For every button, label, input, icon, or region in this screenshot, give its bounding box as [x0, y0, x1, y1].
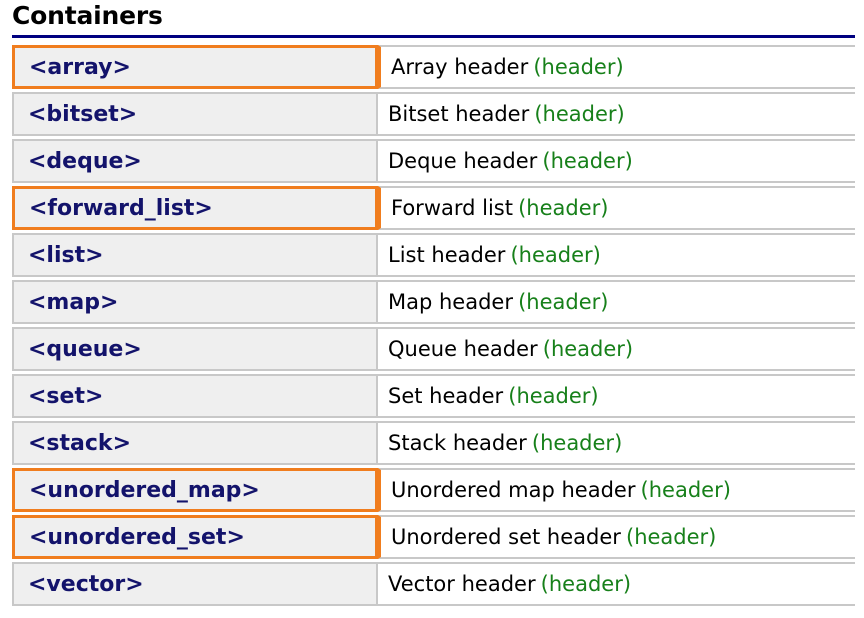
- header-description-text: Deque header: [388, 149, 538, 173]
- header-description-cell: Deque header (header): [378, 139, 855, 183]
- header-description-cell: Vector header (header): [378, 562, 855, 606]
- header-name-link[interactable]: <set>: [28, 383, 104, 409]
- header-name-cell[interactable]: <vector>: [12, 562, 378, 606]
- header-name-cell[interactable]: <set>: [12, 374, 378, 418]
- table-row[interactable]: <list> List header (header): [12, 233, 855, 277]
- table-row[interactable]: <set> Set header (header): [12, 374, 855, 418]
- header-description-cell: Bitset header (header): [378, 92, 855, 136]
- table-row[interactable]: <vector> Vector header (header): [12, 562, 855, 606]
- header-description-text: Map header: [388, 290, 513, 314]
- table-row[interactable]: <array> Array header (header): [12, 45, 855, 89]
- header-name-link[interactable]: <vector>: [28, 571, 144, 597]
- table-row[interactable]: <stack> Stack header (header): [12, 421, 855, 465]
- header-name-cell[interactable]: <stack>: [12, 421, 378, 465]
- header-description-cell: List header (header): [378, 233, 855, 277]
- header-description-text: Stack header: [388, 431, 527, 455]
- header-description-cell: Unordered set header (header): [378, 515, 855, 559]
- header-name-link[interactable]: <unordered_map>: [29, 477, 260, 503]
- header-kind-label: (header): [534, 102, 625, 126]
- header-kind-label: (header): [626, 525, 717, 549]
- header-name-cell[interactable]: <unordered_map>: [12, 468, 378, 512]
- table-row[interactable]: <bitset> Bitset header (header): [12, 92, 855, 136]
- header-name-link[interactable]: <deque>: [28, 148, 142, 174]
- header-kind-label: (header): [542, 149, 633, 173]
- header-name-cell[interactable]: <unordered_set>: [12, 515, 378, 559]
- header-name-link[interactable]: <queue>: [28, 336, 142, 362]
- header-name-link[interactable]: <list>: [28, 242, 104, 268]
- header-name-link[interactable]: <map>: [28, 289, 119, 315]
- header-name-link[interactable]: <stack>: [28, 430, 131, 456]
- title-underline-rule: [12, 35, 855, 38]
- header-name-cell[interactable]: <array>: [12, 45, 378, 89]
- header-description-cell: Stack header (header): [378, 421, 855, 465]
- header-kind-label: (header): [510, 243, 601, 267]
- header-name-cell[interactable]: <forward_list>: [12, 186, 378, 230]
- header-description-cell: Unordered map header (header): [378, 468, 855, 512]
- table-row[interactable]: <unordered_map> Unordered map header (hea…: [12, 468, 855, 512]
- header-description-text: List header: [388, 243, 506, 267]
- header-kind-label: (header): [540, 572, 632, 596]
- header-name-link[interactable]: <bitset>: [28, 101, 138, 127]
- containers-table-body: <array> Array header (header) <bitset> Bits…: [12, 45, 855, 606]
- header-name-cell[interactable]: <queue>: [12, 327, 378, 371]
- containers-header-table: <array> Array header (header) <bitset> Bits…: [12, 42, 855, 609]
- header-name-link[interactable]: <unordered_set>: [29, 524, 245, 550]
- header-kind-label: (header): [531, 431, 623, 455]
- header-kind-label: (header): [533, 55, 624, 79]
- table-row[interactable]: <forward_list> Forward list (header): [12, 186, 855, 230]
- header-description-cell: Map header (header): [378, 280, 855, 324]
- table-row[interactable]: <map> Map header (header): [12, 280, 855, 324]
- header-name-cell[interactable]: <list>: [12, 233, 378, 277]
- page-title: Containers: [12, 1, 163, 30]
- header-kind-label: (header): [542, 337, 634, 361]
- header-kind-label: (header): [518, 196, 609, 220]
- table-row[interactable]: <queue> Queue header (header): [12, 327, 855, 371]
- header-kind-label: (header): [640, 478, 731, 502]
- header-description-text: Set header: [388, 384, 504, 408]
- header-name-cell[interactable]: <map>: [12, 280, 378, 324]
- header-description-text: Array header: [391, 55, 529, 79]
- header-description-cell: Queue header (header): [378, 327, 855, 371]
- header-description-text: Unordered map header: [391, 478, 636, 502]
- header-name-cell[interactable]: <deque>: [12, 139, 378, 183]
- header-description-text: Queue header: [388, 337, 538, 361]
- header-name-link[interactable]: <array>: [29, 54, 131, 80]
- header-description-text: Bitset header: [388, 102, 530, 126]
- header-kind-label: (header): [508, 384, 599, 408]
- header-description-cell: Array header (header): [378, 45, 855, 89]
- header-name-link[interactable]: <forward_list>: [29, 195, 213, 221]
- header-name-cell[interactable]: <bitset>: [12, 92, 378, 136]
- header-description-cell: Forward list (header): [378, 186, 855, 230]
- table-row[interactable]: <unordered_set> Unordered set header (hea…: [12, 515, 855, 559]
- header-description-text: Forward list: [391, 196, 513, 220]
- header-description-cell: Set header (header): [378, 374, 855, 418]
- header-kind-label: (header): [518, 290, 609, 314]
- header-description-text: Unordered set header: [391, 525, 621, 549]
- table-row[interactable]: <deque> Deque header (header): [12, 139, 855, 183]
- header-description-text: Vector header: [388, 572, 536, 596]
